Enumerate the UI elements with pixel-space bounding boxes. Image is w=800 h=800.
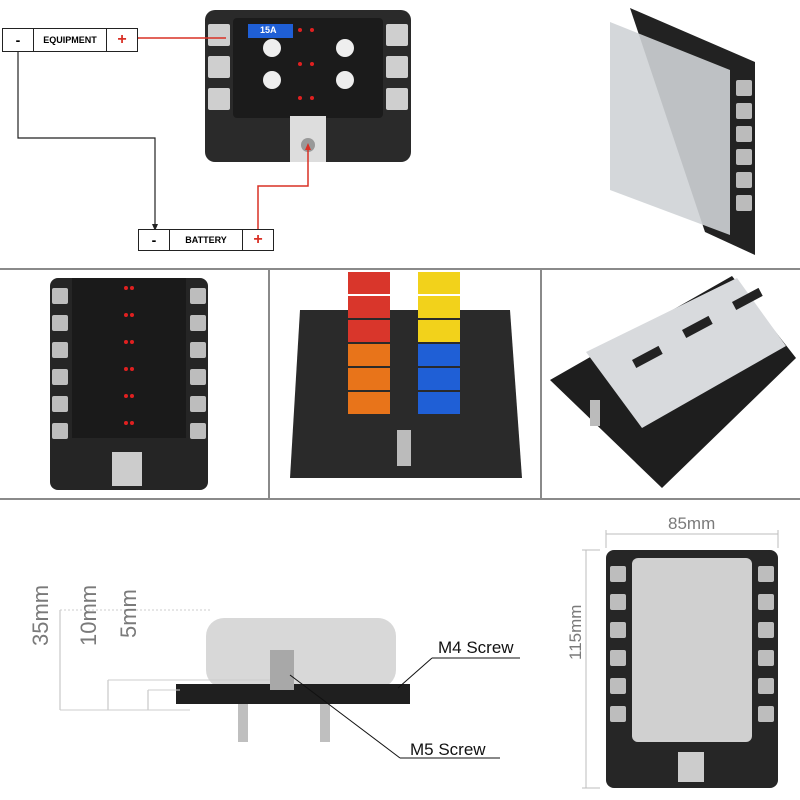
- top-view-drawing: [582, 530, 779, 789]
- m4-leader: [397, 657, 433, 689]
- row-divider-top: [0, 268, 800, 270]
- col-divider-2: [540, 269, 542, 498]
- wiring-diagram-panel: 15A - EQUIPMENT + - BATTERY +: [0, 0, 540, 268]
- open-block-photo: [0, 270, 268, 498]
- equipment-minus: -: [3, 29, 34, 51]
- equipment-label: EQUIPMENT: [34, 29, 107, 51]
- ground-wire: [17, 46, 156, 230]
- battery-positive-wire: [257, 150, 309, 234]
- equipment-plus: +: [117, 31, 127, 48]
- side-view-drawing: [59, 609, 520, 759]
- m5-leader: [289, 674, 401, 759]
- m5-screw-label: M5 Screw: [410, 740, 486, 759]
- colored-fuses-photo: [270, 270, 540, 498]
- col-divider-1: [268, 269, 270, 498]
- fuse-15a: [248, 24, 293, 38]
- labeled-cover-photo: [542, 270, 800, 498]
- wiring-lines: [15, 10, 411, 234]
- height-5-label: 5mm: [116, 589, 141, 638]
- battery-minus: -: [139, 230, 170, 250]
- equipment-box: - EQUIPMENT +: [2, 28, 138, 52]
- battery-label: BATTERY: [170, 230, 243, 250]
- fuse-rating-label: 15A: [260, 25, 277, 35]
- m4-screw-label: M4 Screw: [438, 638, 514, 657]
- length-115-label: 115mm: [566, 604, 585, 660]
- side-dimensions-panel: 35mm 10mm 5mm M4 Screw M5 Screw: [0, 500, 540, 800]
- battery-plus: +: [253, 231, 263, 248]
- height-10-label: 10mm: [76, 584, 101, 646]
- width-85-label: 85mm: [668, 514, 716, 533]
- top-dimensions-panel: 85mm 115mm: [540, 500, 800, 800]
- height-35-label: 35mm: [28, 584, 53, 646]
- battery-box: - BATTERY +: [138, 229, 274, 251]
- row-divider-bottom: [0, 498, 800, 500]
- covered-block-photo: [540, 0, 800, 268]
